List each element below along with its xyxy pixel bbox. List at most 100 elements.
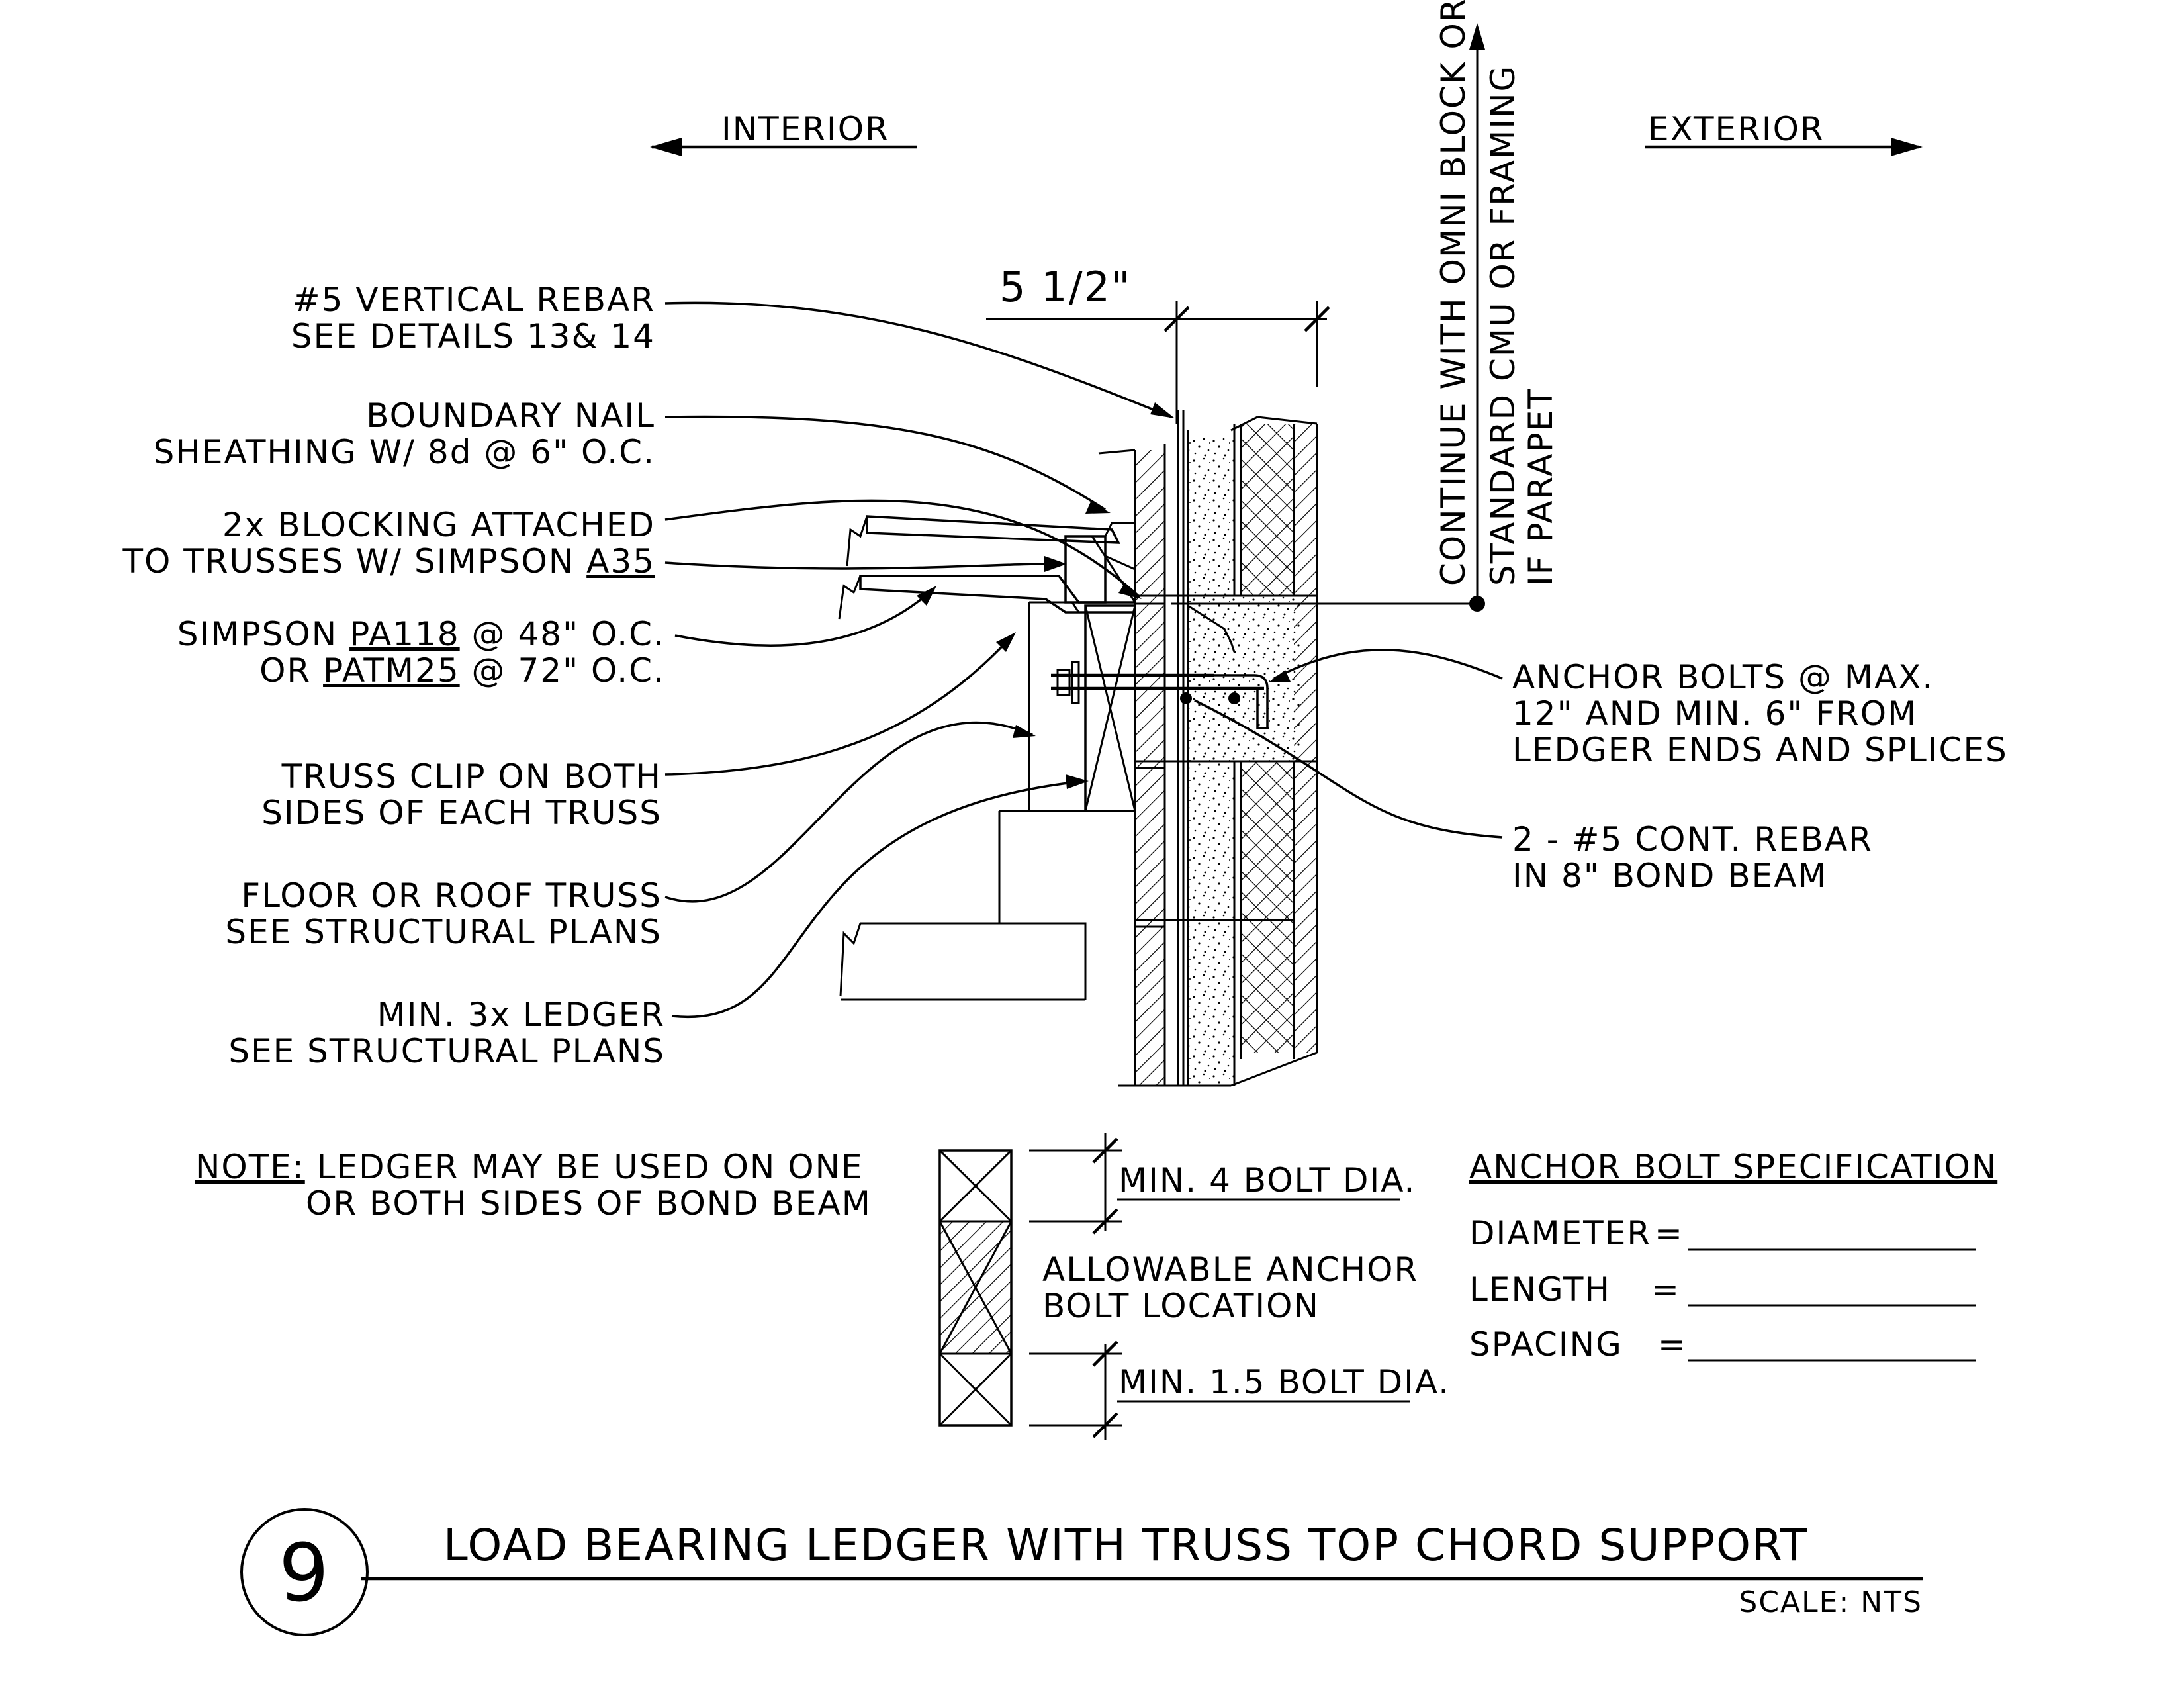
callout-boundary-nail: BOUNDARY NAIL SHEATHING W/ 8d @ 6" O.C. — [154, 397, 1111, 514]
callout-ledger: MIN. 3x LEDGER SEE STRUCTURAL PLANS — [228, 774, 1089, 1070]
interior-label: INTERIOR — [721, 110, 889, 148]
truss-break-line — [839, 923, 862, 997]
bond-beam-rebar-1 — [1180, 692, 1192, 704]
callout-vertical-rebar: #5 VERTICAL REBAR SEE DETAILS 13& 14 — [291, 281, 1175, 418]
spec-title: ANCHOR BOLT SPECIFICATION — [1469, 1148, 1997, 1186]
dim-tick-4 — [1092, 1412, 1118, 1438]
patm25-suffix: @ 72" O.C. — [460, 651, 665, 690]
simpson-strap-label-2: OR PATM25 @ 72" O.C. — [259, 651, 665, 690]
dim-tick-2 — [1092, 1208, 1118, 1235]
spec-diameter-eq: = — [1655, 1214, 1684, 1252]
exterior-arrowhead — [1891, 138, 1923, 156]
vertical-rebar-label-2: SEE DETAILS 13& 14 — [291, 317, 655, 355]
patm25-prefix: OR — [259, 651, 323, 690]
interior-arrowhead — [650, 138, 682, 156]
top-chord-break-line — [838, 575, 862, 620]
note-line-2: OR BOTH SIDES OF BOND BEAM — [306, 1184, 872, 1223]
break-line-top-a — [1230, 416, 1258, 432]
callout-simpson-strap: SIMPSON PA118 @ 48" O.C. OR PATM25 @ 72"… — [177, 586, 936, 690]
blocking-break-line — [846, 516, 868, 567]
truss-clip-label-2: SIDES OF EACH TRUSS — [261, 794, 662, 832]
callout-bond-beam-rebar: 2 - #5 CONT. REBAR IN 8" BOND BEAM — [1194, 699, 1873, 895]
detail-title: LOAD BEARING LEDGER WITH TRUSS TOP CHORD… — [443, 1520, 1808, 1571]
pa118-suffix: @ 48" O.C. — [460, 615, 665, 653]
callout-blocking: 2x BLOCKING ATTACHED TO TRUSSES W/ SIMPS… — [122, 499, 1142, 599]
callout-anchor-bolts: ANCHOR BOLTS @ MAX. 12" AND MIN. 6" FROM… — [1269, 648, 2007, 769]
min-bolt-dia-top: MIN. 4 BOLT DIA. — [1118, 1161, 1416, 1199]
spec-row-spacing: SPACING = — [1469, 1325, 1976, 1364]
break-line-sheathing-top — [1098, 449, 1136, 455]
spec-row-length: LENGTH = — [1469, 1270, 1976, 1309]
dim-tick-1 — [1092, 1137, 1118, 1164]
anchor-bolt-washer — [1071, 661, 1080, 704]
continue-note-line-1: CONTINUE WITH OMNI BLOCK OR — [1434, 0, 1473, 586]
ledger-section-x4 — [938, 1352, 1013, 1427]
exterior-indicator: EXTERIOR — [1645, 110, 1923, 156]
boundary-nail-arrowhead — [1085, 502, 1111, 514]
spec-spacing-eq: = — [1658, 1325, 1687, 1364]
bond-beam-rebar-leader — [1194, 699, 1503, 839]
continue-leader-dot — [1469, 596, 1485, 612]
nail-line — [1105, 555, 1136, 571]
patm25-ref: PATM25 — [323, 651, 460, 690]
simpson-strap-arrowhead — [917, 586, 936, 606]
boundary-nail-label-1: BOUNDARY NAIL — [366, 397, 655, 435]
anchor-bolts-label-2: 12" AND MIN. 6" FROM — [1512, 694, 1917, 733]
insulation-lower — [1241, 761, 1294, 1053]
bolt-location-diagram: MIN. 4 BOLT DIA. ALLOWABLE ANCHOR BOLT L… — [938, 1133, 1450, 1440]
truss-label-2: SEE STRUCTURAL PLANS — [225, 913, 662, 951]
anchor-bolt-spec: ANCHOR BOLT SPECIFICATION DIAMETER = LEN… — [1469, 1148, 1997, 1364]
allowable-zone-x2 — [938, 1221, 1013, 1354]
simpson-a35-ref: A35 — [586, 542, 655, 581]
bond-beam-rebar-2 — [1228, 692, 1240, 704]
min-bolt-dia-bottom: MIN. 1.5 BOLT DIA. — [1118, 1363, 1450, 1401]
detail-number-circle — [240, 1508, 369, 1636]
vertical-rebar-leader — [664, 301, 1172, 418]
blocking-arrowhead — [1118, 583, 1142, 599]
dimension-tick-left — [1163, 306, 1190, 332]
callout-truss: FLOOR OR ROOF TRUSS SEE STRUCTURAL PLANS — [225, 721, 1036, 951]
truss-label-1: FLOOR OR ROOF TRUSS — [241, 876, 662, 915]
ledger-leader — [671, 780, 1086, 1019]
spec-diameter-label: DIAMETER — [1469, 1214, 1651, 1252]
note-line-1: NOTE: LEDGER MAY BE USED ON ONE — [195, 1148, 864, 1186]
title-block: 9 LOAD BEARING LEDGER WITH TRUSS TOP CHO… — [240, 1508, 1923, 1636]
callout-truss-clip: TRUSS CLIP ON BOTH SIDES OF EACH TRUSS — [261, 632, 1016, 832]
blocking-label-1: 2x BLOCKING ATTACHED — [222, 506, 655, 544]
detail-scale: SCALE: NTS — [1739, 1585, 1923, 1619]
anchor-bolts-label-1: ANCHOR BOLTS @ MAX. — [1512, 658, 1934, 696]
ledger-board — [1084, 604, 1136, 812]
continue-note: CONTINUE WITH OMNI BLOCK OR STANDARD CMU… — [1171, 0, 1560, 612]
bond-beam-rebar-label-2: IN 8" BOND BEAM — [1512, 857, 1828, 895]
pa118-prefix: SIMPSON — [177, 615, 349, 653]
truss-clip-leader — [664, 634, 1014, 776]
simpson-a35-clip — [1104, 522, 1136, 549]
a35-arrowhead — [1044, 556, 1067, 572]
truss-clip-label-1: TRUSS CLIP ON BOTH — [281, 757, 662, 796]
blocking-label-2: TO TRUSSES W/ SIMPSON A35 — [122, 542, 655, 581]
wall-thickness-dimension: 5 1/2" — [999, 263, 1131, 311]
a35-leader — [664, 561, 1065, 570]
ledger-note: NOTE: LEDGER MAY BE USED ON ONE OR BOTH … — [195, 1148, 872, 1223]
interior-indicator: INTERIOR — [650, 110, 917, 156]
outer-hatch — [1294, 424, 1317, 1053]
truss-bottom-chord — [860, 922, 1087, 1000]
continue-note-line-3: IF PARAPET — [1522, 387, 1560, 586]
ledger-label-2: SEE STRUCTURAL PLANS — [228, 1032, 665, 1070]
ledger-section-x2 — [938, 1149, 1013, 1223]
note-text-1: LEDGER MAY BE USED ON ONE — [305, 1148, 864, 1186]
ledger-label-1: MIN. 3x LEDGER — [377, 996, 665, 1034]
anchor-bolt-nut — [1056, 669, 1071, 696]
ledger-cross-b — [1084, 605, 1136, 812]
dimension-tick-right — [1304, 306, 1330, 332]
anchor-bolts-leader — [1273, 648, 1503, 680]
insulation-upper — [1241, 424, 1294, 596]
allowable-label-1: ALLOWABLE ANCHOR — [1042, 1250, 1418, 1289]
wall-section — [1098, 410, 1318, 1087]
exterior-label: EXTERIOR — [1648, 110, 1825, 148]
boundary-nail-leader — [664, 415, 1106, 511]
strap-inside-wall — [1187, 604, 1236, 653]
break-line-top-b — [1257, 416, 1318, 425]
continue-arrowhead — [1469, 23, 1485, 50]
bond-beam-rebar-label-1: 2 - #5 CONT. REBAR — [1512, 820, 1873, 859]
